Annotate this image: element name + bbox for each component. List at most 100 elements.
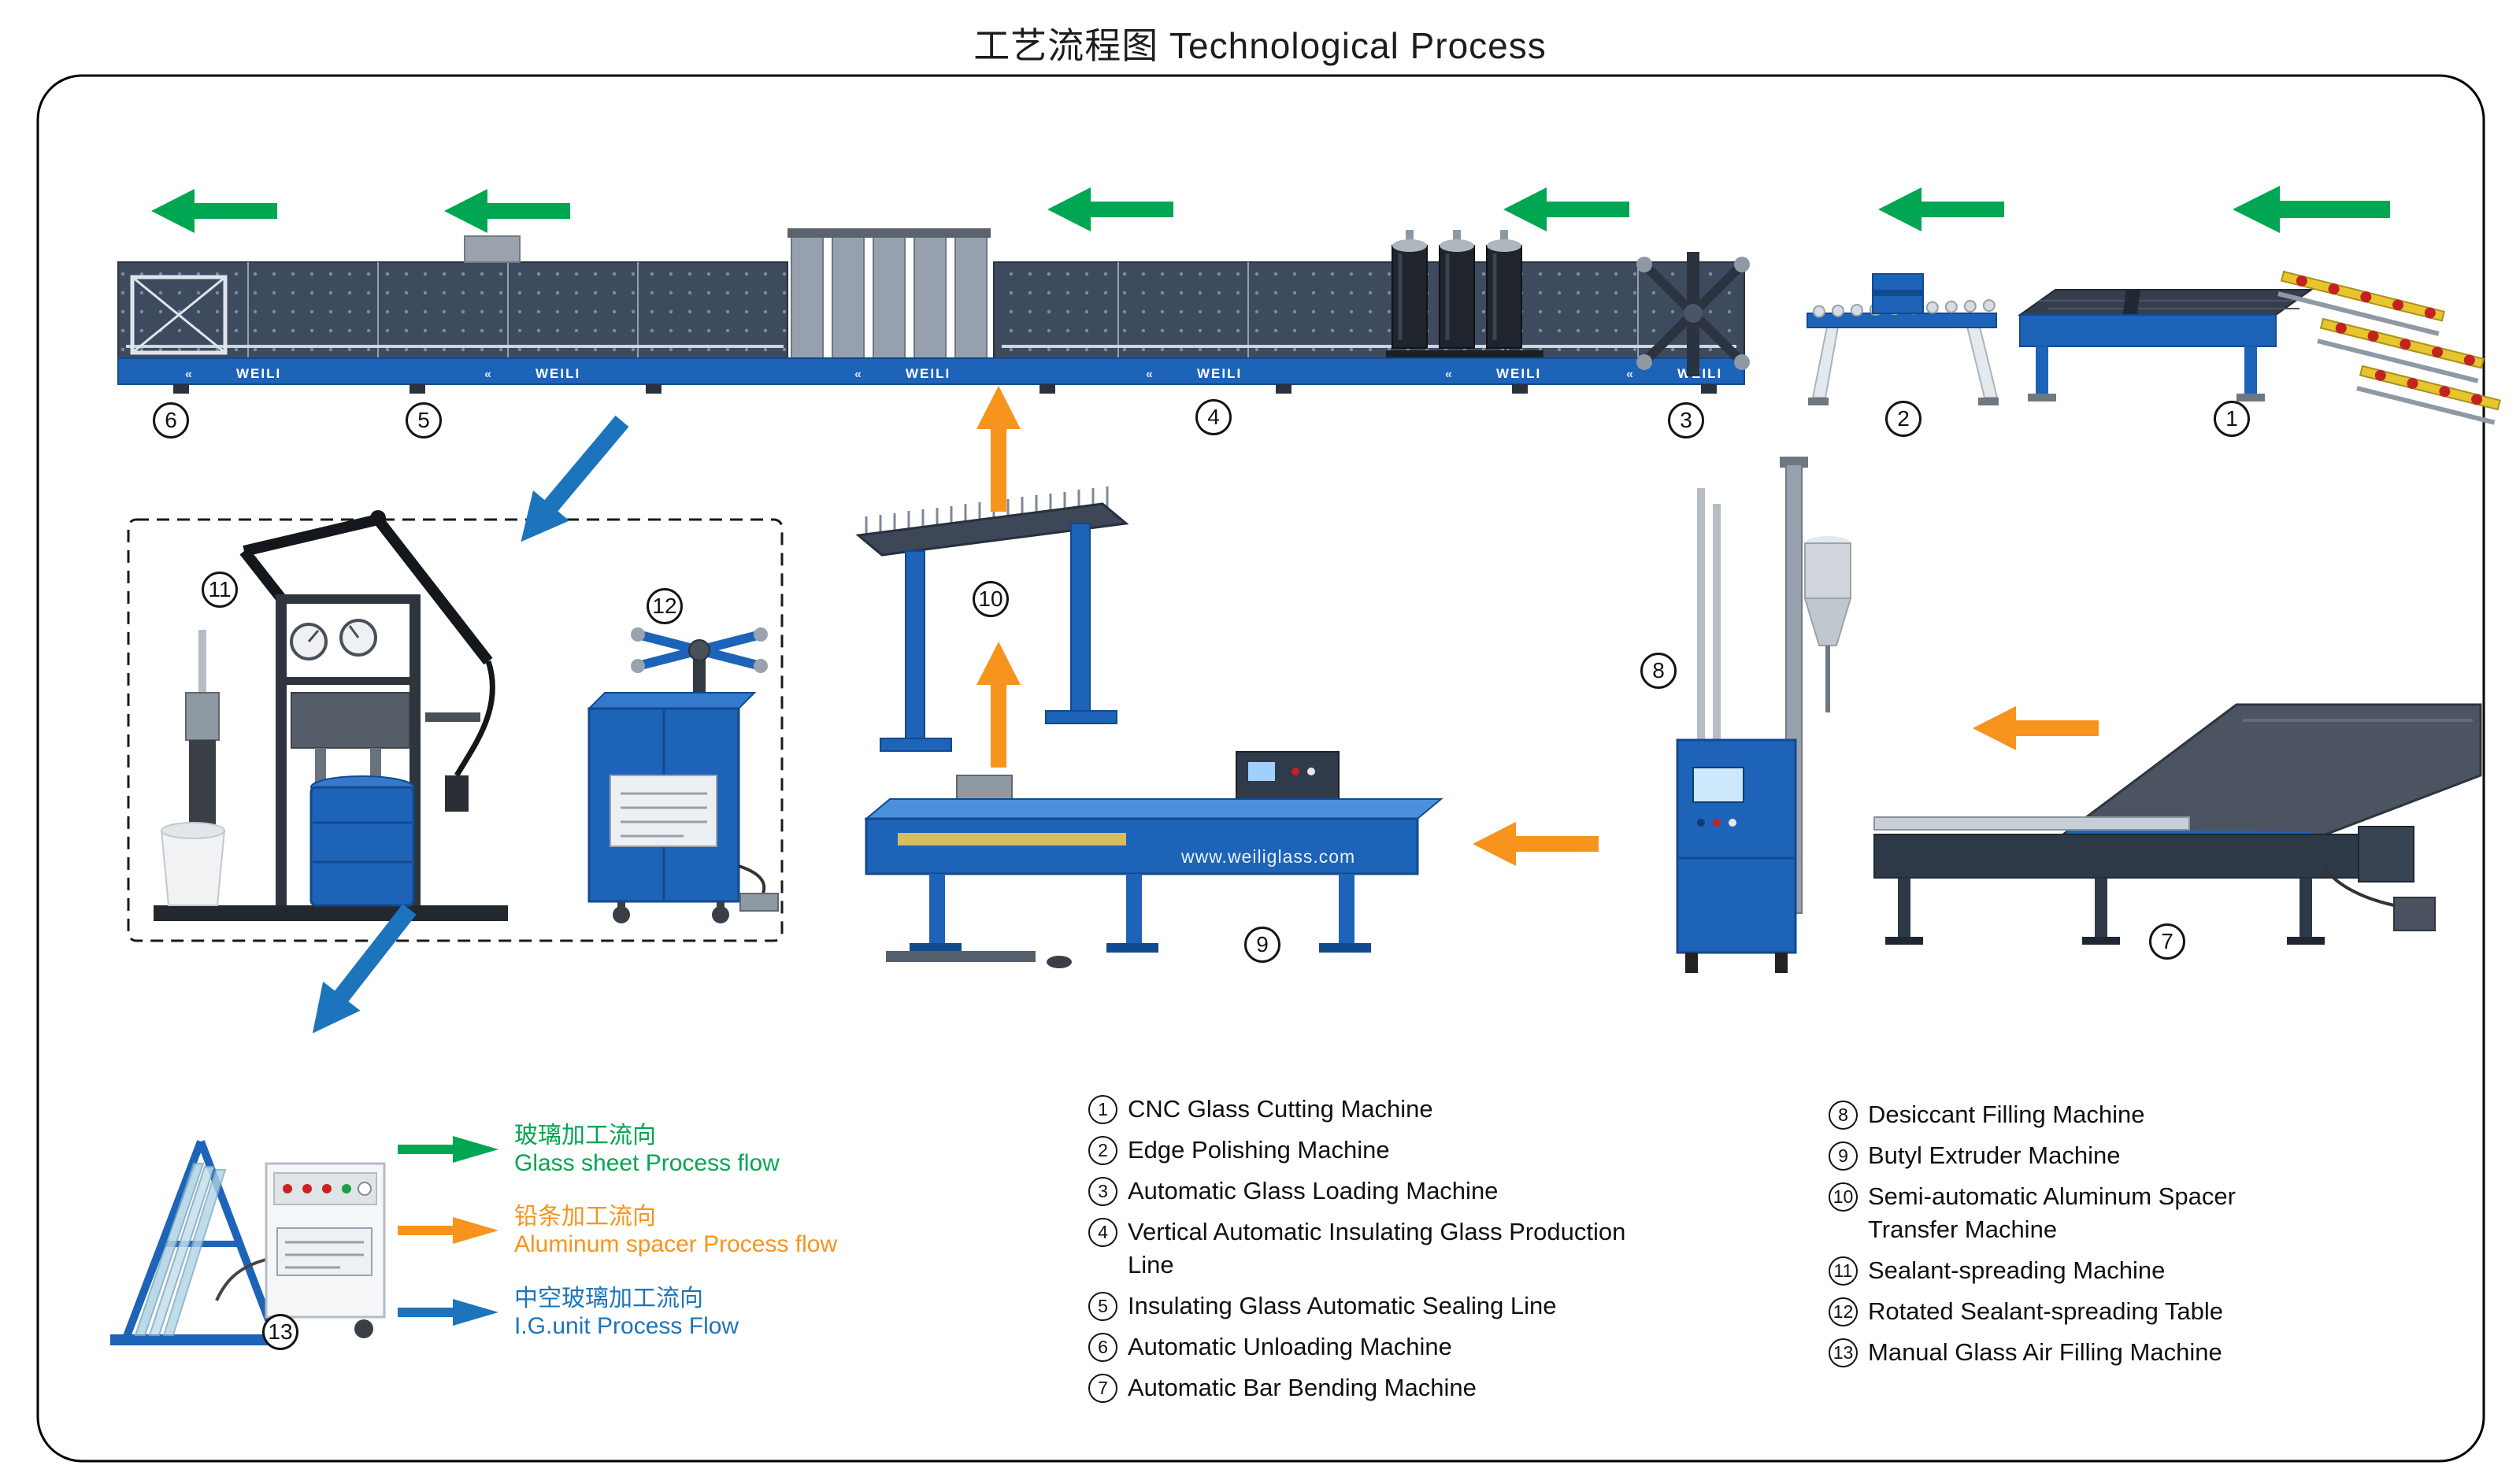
brand-label: WEILI bbox=[1677, 366, 1722, 381]
machine-badge-6: 6 bbox=[153, 402, 189, 438]
machine-badge-13: 13 bbox=[262, 1314, 298, 1350]
machine-7-bar-bender bbox=[1873, 703, 2482, 945]
legend-label-5: Insulating Glass Automatic Sealing Line bbox=[1128, 1292, 1557, 1319]
legend-item-1: 1 CNC Glass Cutting Machine bbox=[1088, 1093, 1647, 1126]
glass-rack bbox=[2277, 270, 2445, 336]
brand-label: WEILI bbox=[906, 366, 951, 381]
glass-rack bbox=[2317, 317, 2485, 383]
legend-number-2: 2 bbox=[1088, 1136, 1117, 1165]
legend-number-5: 5 bbox=[1088, 1292, 1117, 1321]
rail-chevron: « bbox=[854, 368, 862, 381]
legend-item-4: 4 Vertical Automatic Insulating Glass Pr… bbox=[1088, 1215, 1647, 1282]
brand-label: WEILI bbox=[1197, 366, 1242, 381]
rail-chevron: « bbox=[1146, 368, 1153, 381]
machine-legend-col1: 1 CNC Glass Cutting Machine 2 Edge Polis… bbox=[1088, 1093, 1647, 1412]
page-title: 工艺流程图 Technological Process bbox=[973, 25, 1547, 66]
flow-legend-spacer: 铅条加工流向 Aluminum spacer Process flow bbox=[398, 1203, 837, 1258]
legend-number-1: 1 bbox=[1088, 1095, 1117, 1124]
machine-13-air-filling bbox=[110, 1140, 386, 1345]
legend-number-3: 3 bbox=[1088, 1177, 1117, 1206]
machine-legend-col2: 8 Desiccant Filling Machine 9 Butyl Extr… bbox=[1829, 1098, 2309, 1377]
legend-number-8: 8 bbox=[1829, 1101, 1858, 1130]
legend-item-3: 3 Automatic Glass Loading Machine bbox=[1088, 1175, 1647, 1208]
glass-flow-arrow-icon bbox=[398, 1136, 498, 1163]
legend-item-12: 12 Rotated Sealant-spreading Table bbox=[1829, 1295, 2309, 1328]
machine-badge-8: 8 bbox=[1640, 653, 1677, 689]
rail-chevron: « bbox=[1445, 368, 1452, 381]
legend-number-13: 13 bbox=[1829, 1338, 1858, 1367]
website-label: www.weiliglass.com bbox=[1180, 846, 1355, 867]
flow-label-zh: 中空玻璃加工流向 bbox=[514, 1286, 703, 1312]
legend-item-6: 6 Automatic Unloading Machine bbox=[1088, 1330, 1647, 1363]
machine-2-edge-polisher bbox=[1807, 273, 1999, 405]
machine-badge-2: 2 bbox=[1885, 401, 1922, 437]
legend-number-6: 6 bbox=[1088, 1333, 1117, 1362]
flow-legend-glass: 玻璃加工流向 Glass sheet Process flow bbox=[398, 1122, 780, 1177]
brand-label: WEILI bbox=[1496, 366, 1541, 381]
washing-towers bbox=[788, 228, 991, 359]
legend-item-9: 9 Butyl Extruder Machine bbox=[1829, 1139, 2309, 1172]
legend-item-5: 5 Insulating Glass Automatic Sealing Lin… bbox=[1088, 1289, 1647, 1323]
flow-label-en: Aluminum spacer Process flow bbox=[514, 1231, 838, 1257]
flow-label-zh: 玻璃加工流向 bbox=[514, 1123, 656, 1149]
legend-item-7: 7 Automatic Bar Bending Machine bbox=[1088, 1371, 1647, 1404]
flow-label-zh: 铅条加工流向 bbox=[514, 1204, 656, 1230]
ig-flow-arrow-icon bbox=[398, 1299, 498, 1326]
legend-number-7: 7 bbox=[1088, 1374, 1117, 1403]
flow-legend-ig-unit: 中空玻璃加工流向 I.G.unit Process Flow bbox=[398, 1285, 739, 1340]
machine-3-loading-cross bbox=[1636, 252, 1750, 376]
legend-label-13: Manual Glass Air Filling Machine bbox=[1868, 1338, 2222, 1366]
machine-badge-3: 3 bbox=[1668, 402, 1704, 438]
legend-item-13: 13 Manual Glass Air Filling Machine bbox=[1829, 1336, 2309, 1369]
glass-rack bbox=[2356, 364, 2501, 425]
machine-6-unloading bbox=[130, 275, 228, 355]
legend-item-8: 8 Desiccant Filling Machine bbox=[1829, 1098, 2309, 1131]
machine-badge-1: 1 bbox=[2214, 401, 2250, 437]
machine-badge-9: 9 bbox=[1244, 927, 1280, 963]
legend-label-11: Sealant-spreading Machine bbox=[1868, 1256, 2166, 1284]
legend-label-12: Rotated Sealant-spreading Table bbox=[1868, 1297, 2223, 1325]
machine-badge-11: 11 bbox=[202, 572, 238, 608]
press-rollers bbox=[1386, 230, 1544, 363]
machine-11-sealant-spreader bbox=[154, 510, 508, 921]
flow-label-en: Glass sheet Process flow bbox=[514, 1150, 780, 1176]
legend-label-8: Desiccant Filling Machine bbox=[1868, 1101, 2145, 1128]
legend-label-4: Vertical Automatic Insulating Glass Prod… bbox=[1128, 1218, 1626, 1278]
machine-badge-5: 5 bbox=[406, 402, 442, 438]
flow-label-en: I.G.unit Process Flow bbox=[514, 1313, 739, 1339]
legend-number-4: 4 bbox=[1088, 1218, 1117, 1247]
rail-chevron: « bbox=[484, 368, 491, 381]
rail-chevron: « bbox=[1626, 368, 1633, 381]
legend-label-9: Butyl Extruder Machine bbox=[1868, 1141, 2121, 1169]
legend-item-11: 11 Sealant-spreading Machine bbox=[1829, 1254, 2309, 1287]
machine-badge-4: 4 bbox=[1195, 399, 1232, 435]
machine-badge-7: 7 bbox=[2149, 923, 2185, 960]
machine-8-desiccant-filler bbox=[1676, 457, 1852, 973]
brand-label: WEILI bbox=[536, 366, 580, 381]
machine-1-cnc-cutting bbox=[2017, 270, 2501, 425]
legend-number-9: 9 bbox=[1829, 1141, 1858, 1171]
legend-number-12: 12 bbox=[1829, 1297, 1858, 1326]
legend-item-10: 10 Semi-automatic Aluminum Spacer Transf… bbox=[1829, 1180, 2309, 1246]
machine-10-spacer-transfer bbox=[855, 487, 1129, 752]
machine-9-butyl-extruder: www.weiliglass.com bbox=[864, 751, 1443, 968]
legend-label-7: Automatic Bar Bending Machine bbox=[1128, 1374, 1477, 1401]
machine-12-rotary-table bbox=[587, 627, 779, 923]
legend-label-6: Automatic Unloading Machine bbox=[1128, 1333, 1452, 1360]
legend-label-1: CNC Glass Cutting Machine bbox=[1128, 1095, 1433, 1123]
top-production-line: WEILI WEILI WEILI WEILI WEILI WEILI « « … bbox=[117, 228, 1750, 394]
rail-chevron: « bbox=[185, 368, 192, 381]
machine-badge-12: 12 bbox=[647, 588, 683, 624]
brand-label: WEILI bbox=[236, 366, 281, 381]
sealant-group-box bbox=[127, 518, 784, 942]
legend-label-3: Automatic Glass Loading Machine bbox=[1128, 1177, 1499, 1204]
legend-label-2: Edge Polishing Machine bbox=[1128, 1136, 1390, 1164]
spacer-flow-arrow-icon bbox=[398, 1217, 498, 1244]
weili-rail bbox=[117, 357, 1745, 385]
legend-number-10: 10 bbox=[1829, 1182, 1858, 1212]
legend-item-2: 2 Edge Polishing Machine bbox=[1088, 1134, 1647, 1167]
legend-number-11: 11 bbox=[1829, 1256, 1858, 1286]
legend-label-10: Semi-automatic Aluminum Spacer Transfer … bbox=[1868, 1182, 2236, 1243]
